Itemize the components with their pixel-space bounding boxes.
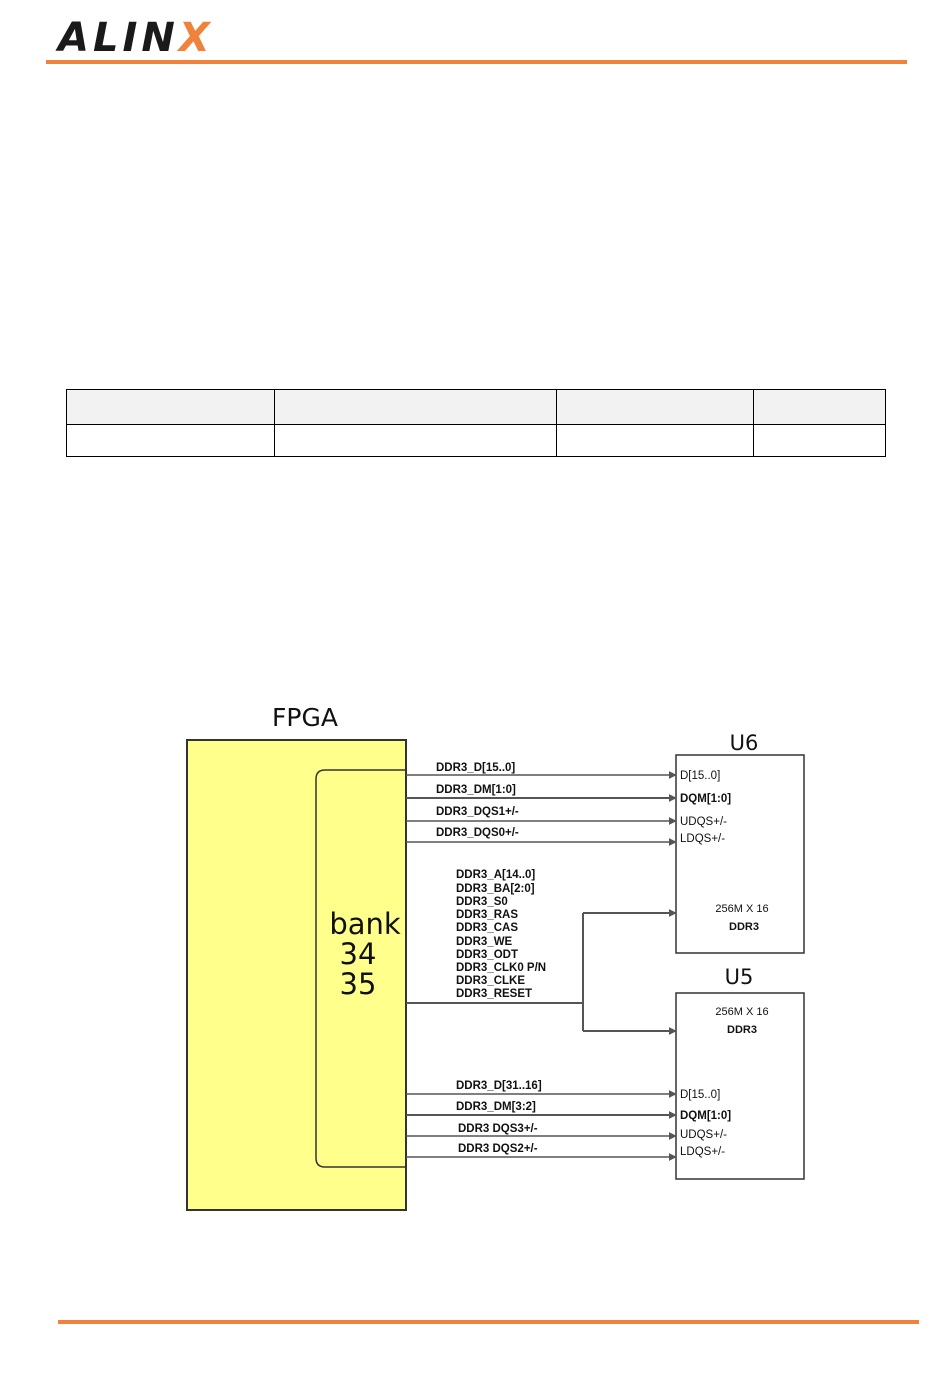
signal-address: DDR3_A[14..0] [456, 869, 535, 881]
signal-dqs3: DDR3 DQS3+/- [458, 1123, 538, 1135]
signal-dm-1-0: DDR3_DM[1:0] [436, 784, 516, 796]
fpga-block [186, 739, 407, 1211]
fpga-label: FPGA [272, 703, 338, 732]
signal-clk0: DDR3_CLK0 P/N [456, 962, 546, 974]
signal-d-31-16: DDR3_D[31..16] [456, 1080, 542, 1092]
u5-chip-type: DDR3 [727, 1024, 757, 1036]
signal-d-15-0: DDR3_D[15..0] [436, 762, 515, 774]
u5-pin-udqs: UDQS+/- [680, 1129, 727, 1141]
u6-chip [675, 754, 805, 954]
u6-pin-ldqs: LDQS+/- [680, 833, 725, 845]
logo-text-accent: X [178, 15, 214, 61]
header-rule [46, 60, 907, 64]
u6-pin-udqs: UDQS+/- [680, 816, 727, 828]
bank-bracket [315, 769, 406, 1168]
bank-label: bank [329, 907, 401, 941]
bank-number-34: 34 [340, 937, 377, 971]
signal-dqs2: DDR3 DQS2+/- [458, 1143, 538, 1155]
signal-odt: DDR3_ODT [456, 949, 518, 961]
spec-table [66, 389, 886, 457]
logo-text-main: ALIN [58, 15, 179, 61]
u6-pin-d: D[15..0] [680, 770, 720, 782]
table-row [66, 424, 886, 457]
signal-s0: DDR3_S0 [456, 896, 508, 908]
u5-pin-d: D[15..0] [680, 1089, 720, 1101]
table-header-row [66, 389, 886, 425]
u6-pin-dqm: DQM[1:0] [680, 793, 731, 805]
table-cell [753, 424, 886, 457]
u5-pin-ldqs: LDQS+/- [680, 1146, 725, 1158]
u6-chip-type: DDR3 [729, 921, 759, 933]
footer-rule [58, 1320, 919, 1324]
table-cell [556, 424, 754, 457]
signal-bank-address: DDR3_BA[2:0] [456, 883, 535, 895]
signal-dqs0: DDR3_DQS0+/- [436, 827, 519, 839]
table-cell [66, 424, 275, 457]
signal-dqs1: DDR3_DQS1+/- [436, 806, 519, 818]
signal-ras: DDR3_RAS [456, 909, 518, 921]
alinx-logo: ALINX [58, 14, 214, 62]
table-cell [274, 424, 557, 457]
u5-label: U5 [725, 965, 754, 989]
u6-chip-size: 256M X 16 [715, 903, 768, 915]
signal-reset: DDR3_RESET [456, 988, 532, 1000]
signal-we: DDR3_WE [456, 936, 513, 948]
table-header-cell [753, 389, 886, 425]
signal-clke: DDR3_CLKE [456, 975, 525, 987]
bank-number-35: 35 [340, 967, 377, 1001]
u5-pin-dqm: DQM[1:0] [680, 1110, 731, 1122]
u5-chip [675, 992, 805, 1180]
u6-label: U6 [730, 731, 759, 755]
signal-cas: DDR3_CAS [456, 922, 518, 934]
signal-dm-3-2: DDR3_DM[3:2] [456, 1101, 536, 1113]
u5-chip-size: 256M X 16 [715, 1006, 768, 1018]
table-header-cell [556, 389, 754, 425]
